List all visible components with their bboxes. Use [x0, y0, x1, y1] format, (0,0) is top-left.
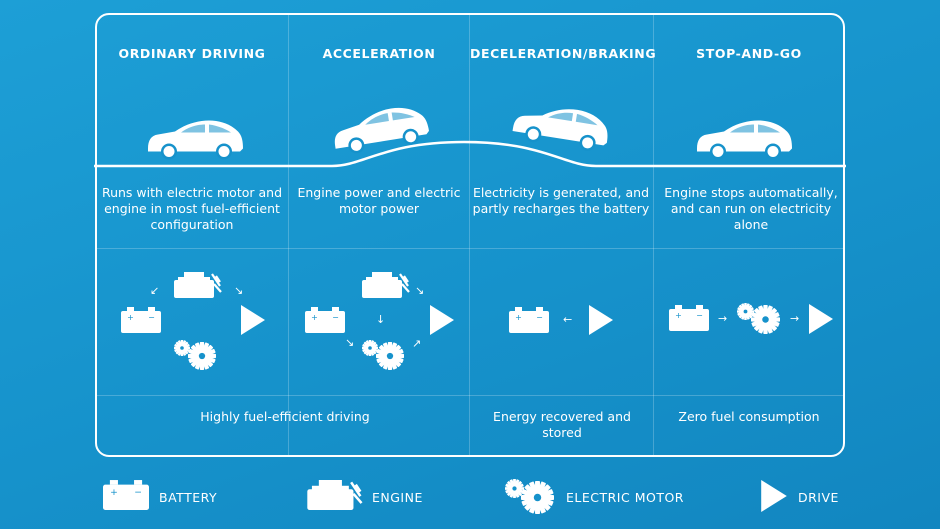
legend-electric-motor-label: ELECTRIC MOTOR [566, 490, 684, 505]
flow-arrow: → [718, 312, 728, 325]
result-zero-fuel: Zero fuel consumption [678, 409, 820, 424]
flow-arrow: ↘ [345, 336, 355, 349]
flow-arrow: ↗ [412, 337, 422, 350]
diagram-frame [95, 13, 845, 457]
legend-battery-icon [103, 480, 149, 510]
legend-battery-label: BATTERY [159, 490, 218, 505]
engine-icon [174, 272, 222, 298]
battery-icon [669, 305, 709, 331]
legend-electric-motor-icon [521, 481, 554, 514]
battery-icon [509, 307, 549, 333]
header-acceleration: ACCELERATION [322, 46, 436, 61]
car-icon [694, 117, 794, 160]
drive-icon [430, 305, 454, 335]
row-divider [96, 395, 844, 396]
header-stop-and-go: STOP-AND-GO [696, 46, 802, 61]
description-acceleration: Engine power and electric motor power [297, 185, 461, 216]
header-ordinary-driving: ORDINARY DRIVING [118, 46, 266, 61]
electric-motor-icon [751, 305, 780, 334]
column-divider [469, 15, 470, 455]
flow-arrow: ← [563, 313, 573, 326]
battery-icon [305, 307, 345, 333]
description-ordinary-driving: Runs with electric motor and engine in m… [101, 185, 283, 232]
engine-icon [362, 272, 410, 298]
legend-drive-label: DRIVE [798, 490, 839, 505]
flow-arrow: ↓ [376, 313, 386, 326]
result-energy-recovered: Energy recovered and stored [493, 409, 631, 440]
drive-icon [809, 304, 833, 334]
flow-arrow: ↘ [234, 284, 244, 297]
result-highly-fuel-efficient: Highly fuel-efficient driving [200, 409, 370, 424]
car-icon [145, 117, 245, 160]
electric-motor-icon [188, 342, 216, 370]
flow-arrow: ↘ [415, 284, 425, 297]
legend-engine-icon [307, 480, 363, 510]
flow-arrow: ↙ [150, 284, 160, 297]
column-divider [653, 15, 654, 455]
drive-icon [589, 305, 613, 335]
drive-icon [241, 305, 265, 335]
header-deceleration-braking: DECELERATION/BRAKING [470, 46, 657, 61]
description-deceleration-braking: Electricity is generated, and partly rec… [472, 185, 650, 216]
flow-arrow: → [790, 312, 800, 325]
row-divider [96, 248, 844, 249]
electric-motor-icon [376, 342, 404, 370]
column-divider [288, 15, 289, 455]
road-line [94, 140, 846, 168]
legend-drive-icon [761, 480, 787, 512]
legend-engine-label: ENGINE [372, 490, 423, 505]
description-stop-and-go: Engine stops automatically, and can run … [664, 185, 838, 232]
battery-icon [121, 307, 161, 333]
